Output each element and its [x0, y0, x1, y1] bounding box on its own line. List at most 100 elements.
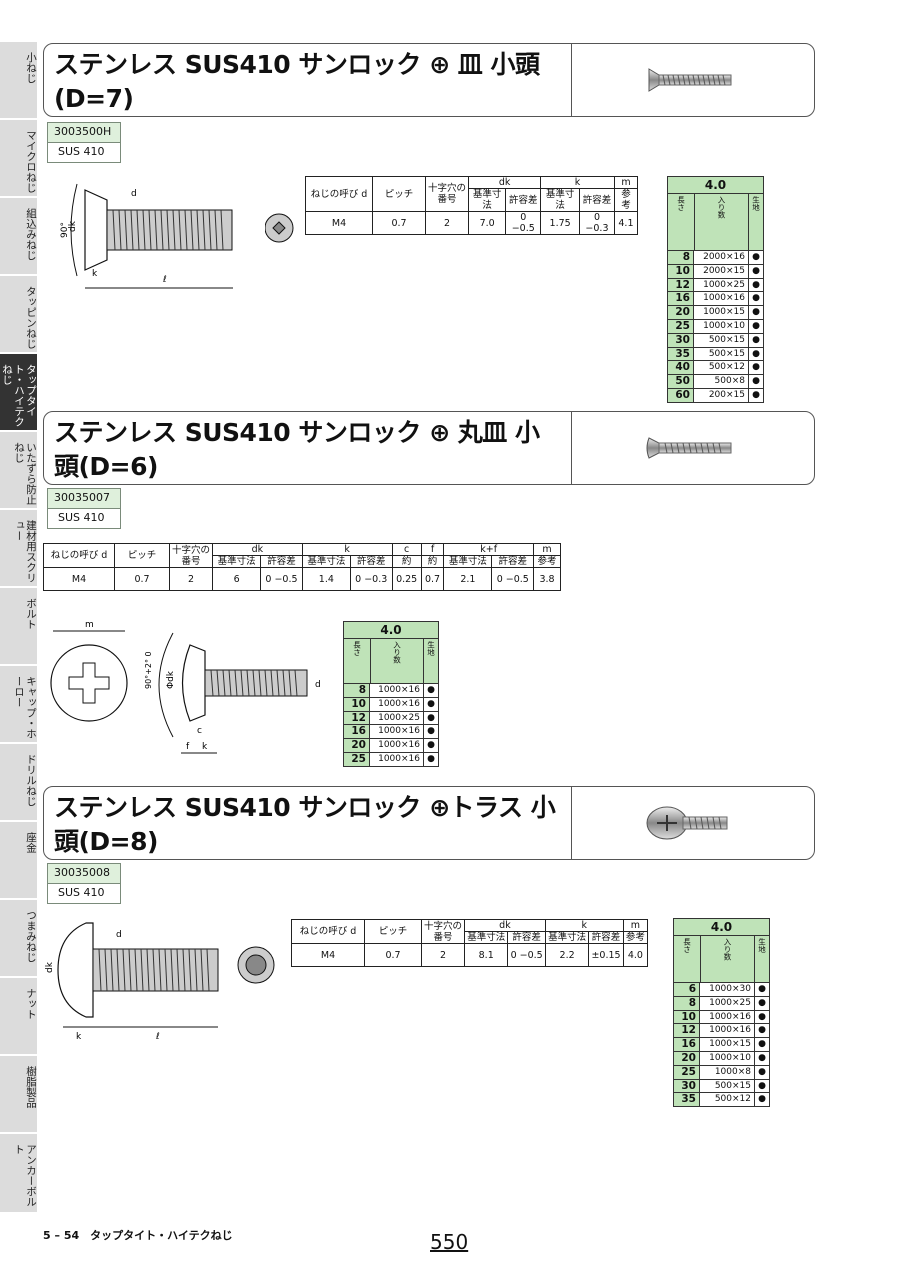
d-label: d — [315, 680, 321, 690]
sidebar-tab-tamper-proof[interactable]: いたずら防止ねじ — [0, 432, 37, 510]
cross-recess-icon — [272, 221, 286, 235]
qty-length: 35 — [668, 347, 694, 361]
sidebar-tab-micro-screw[interactable]: マイクロねじ — [0, 120, 37, 198]
sidebar-tab-tapping-screw[interactable]: タッピンねじ — [0, 276, 37, 354]
m-label: m — [85, 620, 94, 630]
stock-dot-icon: ● — [427, 698, 435, 709]
col-nominal: ねじの呼び d — [291, 919, 365, 944]
qty-pack: 1000×15 — [700, 1038, 755, 1051]
cell: 2 — [425, 211, 469, 235]
qty-pack: 200×15 — [694, 388, 749, 402]
qty-length: 8 — [344, 684, 370, 697]
cell: 0.7 — [364, 943, 422, 967]
stock-dot-icon: ● — [758, 984, 766, 994]
sidebar-tab-building-screw[interactable]: 建材用スクリュー — [0, 510, 37, 588]
qty-length: 10 — [668, 264, 694, 278]
col-dk-base: 基準寸法 — [211, 555, 262, 568]
sidebar-tab-nut[interactable]: ナット — [0, 978, 37, 1056]
col-m: m — [622, 919, 649, 932]
sidebar-tab-assembly-screw[interactable]: 組込みねじ — [0, 198, 37, 276]
product-code: 30035008 — [48, 864, 120, 884]
sidebar-tab-label: 樹脂製品 — [25, 1066, 37, 1108]
qty-size: 4.0 — [344, 622, 438, 639]
sidebar-tab-label: ドリルねじ — [25, 754, 37, 807]
material: SUS 410 — [58, 886, 105, 899]
qty-length: 30 — [668, 333, 694, 347]
cell: 4.0 — [622, 943, 649, 967]
stock-dot-icon: ● — [758, 1025, 766, 1036]
qty-length: 20 — [674, 1051, 700, 1065]
product-photo-flat-head — [571, 44, 814, 116]
qty-length: 16 — [674, 1038, 700, 1051]
sidebar-tab-washer[interactable]: 座金 — [0, 822, 37, 900]
sidebar-tab-cap-hollow[interactable]: キャップ・ホーロー — [0, 666, 37, 744]
qty-pack: 1000×8 — [700, 1065, 755, 1079]
cell: ±0.15 — [588, 943, 624, 967]
col-k: k — [544, 919, 624, 932]
col-f: f — [420, 543, 445, 556]
col-k-tol: 許容差 — [579, 188, 615, 212]
stock-dot-icon: ● — [752, 320, 760, 331]
col-dk-tol: 許容差 — [505, 188, 542, 212]
cross-recess-icon — [68, 662, 110, 704]
sidebar-tab-label: 組込みねじ — [25, 208, 37, 261]
cell: 0.25 — [391, 567, 422, 591]
qty-length: 6 — [674, 983, 700, 996]
col-cross: 十字穴の番号 — [169, 543, 213, 568]
stock-dot-icon: ● — [752, 279, 760, 290]
qty-pack: 1000×16 — [370, 739, 424, 752]
qty-length: 20 — [668, 306, 694, 319]
sidebar-tab-machine-screw[interactable]: 小ねじ — [0, 42, 37, 120]
stock-dot-icon: ● — [752, 348, 760, 359]
qty-length: 60 — [668, 388, 694, 402]
truss-head-shape — [57, 922, 94, 1018]
length-label: ℓ — [155, 1032, 160, 1042]
qty-pack-header: 入り数 — [371, 639, 424, 683]
qty-pack: 500×12 — [700, 1093, 755, 1107]
screw-photo-icon — [646, 806, 727, 840]
stock-dot-icon: ● — [752, 265, 760, 276]
section-2-title-box: ステンレス SUS410 サンロック ⊕ 丸皿 小頭(D=6) — [43, 411, 815, 485]
c-label: c — [197, 726, 202, 736]
product-photo-truss-head — [571, 787, 814, 859]
sidebar-tab-taptite[interactable]: タップタイト・ハイテクねじ — [0, 354, 37, 432]
stock-dot-icon: ● — [758, 997, 766, 1008]
cell: 7.0 — [467, 211, 507, 235]
qty-pack-header: 入り数 — [701, 936, 755, 982]
cell: 2 — [169, 567, 213, 591]
section-1-spec-table: ねじの呼び d ピッチ 十字穴の番号 dk k m 基準寸法 許容差 基準寸法 … — [305, 176, 639, 235]
stock-dot-icon: ● — [758, 1066, 766, 1077]
sidebar-tab-anchor-bolt[interactable]: アンカーボルト — [0, 1134, 37, 1214]
sidebar-tab-bolt[interactable]: ボルト — [0, 588, 37, 666]
sidebar-tab-drill-screw[interactable]: ドリルねじ — [0, 744, 37, 822]
category-sidebar: 小ねじ マイクロねじ 組込みねじ タッピンねじ タップタイト・ハイテクねじ いた… — [0, 42, 37, 1214]
qty-length: 40 — [668, 361, 694, 375]
section-3-title-box: ステンレス SUS410 サンロック ⊕トラス 小頭(D=8) — [43, 786, 815, 860]
stock-dot-icon: ● — [752, 307, 760, 318]
qty-pack-header: 入り数 — [695, 194, 749, 250]
sidebar-tab-resin[interactable]: 樹脂製品 — [0, 1056, 37, 1134]
col-k-base: 基準寸法 — [301, 555, 351, 568]
material: SUS 410 — [58, 145, 105, 158]
qty-pack: 1000×16 — [370, 725, 424, 739]
qty-length: 50 — [668, 375, 694, 388]
col-k: k — [301, 543, 393, 556]
sidebar-tab-label: タッピンねじ — [25, 286, 37, 349]
qty-pack: 1000×30 — [700, 983, 755, 996]
col-c: c — [391, 543, 422, 556]
sidebar-tab-thumb-screw[interactable]: つまみねじ — [0, 900, 37, 978]
section-1-drawing: 90° dk d k ℓ — [60, 183, 233, 289]
